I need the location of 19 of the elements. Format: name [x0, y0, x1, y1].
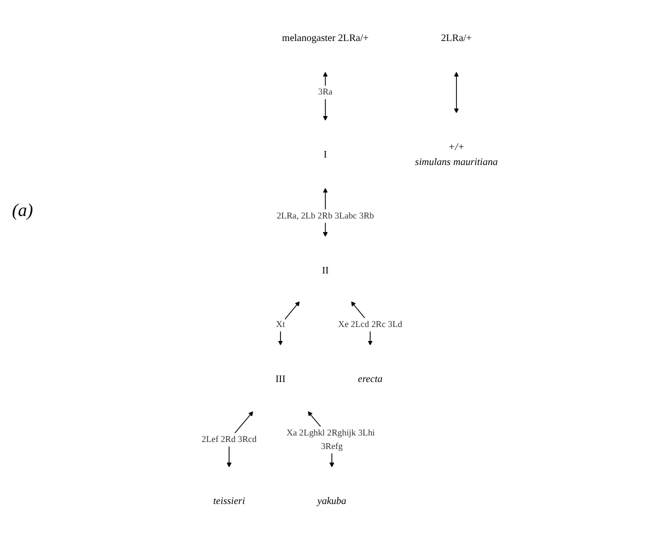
node-text: I — [324, 148, 328, 160]
edge-label: Xe 2Lcd 2Rc 3Ld — [338, 320, 402, 330]
node-text: II — [322, 264, 329, 276]
edge-label: 2Lef 2Rd 3Rcd — [202, 434, 257, 444]
arrow — [278, 301, 300, 346]
node-text: yakuba — [317, 495, 346, 506]
node-text: +/+ simulans mauritiana — [415, 140, 498, 168]
node-text: melanogaster 2LRa/+ — [282, 32, 369, 44]
node-text: 2LRa/+ — [441, 32, 472, 44]
node-text: erecta — [358, 373, 383, 384]
edge-label: 2LRa, 2Lb 2Rb 3Labc 3Rb — [276, 211, 374, 220]
arrow — [454, 72, 459, 114]
edge-label: Xa 2Lghkl 2Rghijk 3Lhi 3Refg — [286, 428, 375, 452]
panel-label: (a) — [12, 200, 33, 221]
edge-label: Xt — [276, 320, 285, 330]
edge-label: 3Ra — [318, 87, 333, 97]
arrow — [322, 72, 328, 121]
node-text: III — [275, 373, 286, 384]
node-text: teissieri — [213, 495, 245, 506]
